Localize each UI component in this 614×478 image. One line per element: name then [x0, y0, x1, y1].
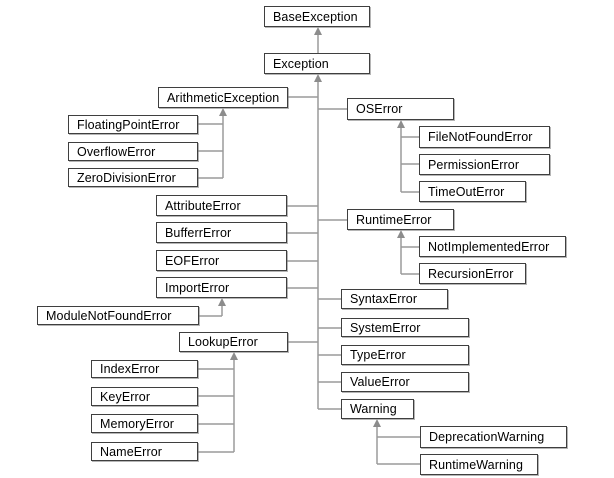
- node-arithmeticexception: ArithmeticException: [158, 87, 288, 108]
- arrow-up-icon: [218, 298, 226, 306]
- node-modulenotfounderror: ModuleNotFoundError: [37, 306, 199, 325]
- node-syntaxerror: SyntaxError: [341, 289, 448, 309]
- node-filenotfounderror: FileNotFoundError: [419, 126, 550, 148]
- node-importerror: ImportError: [156, 277, 287, 298]
- arrow-up-icon: [219, 108, 227, 116]
- node-zerodivisionerror: ZeroDivisionError: [68, 168, 198, 187]
- node-overflowerror: OverflowError: [68, 142, 198, 161]
- node-nameerror: NameError: [91, 442, 198, 461]
- node-warning: Warning: [341, 399, 414, 419]
- node-lookuperror: LookupError: [179, 332, 288, 352]
- node-eoferror: EOFError: [156, 250, 287, 271]
- node-bufferrerror: BufferrError: [156, 222, 287, 243]
- arrow-up-icon: [230, 352, 238, 360]
- node-indexerror: IndexError: [91, 360, 198, 378]
- node-valueerror: ValueError: [341, 372, 469, 392]
- arrow-up-icon: [373, 419, 381, 427]
- node-baseexception: BaseException: [264, 6, 370, 27]
- node-timeouterror: TimeOutError: [419, 181, 526, 202]
- node-memoryerror: MemoryError: [91, 414, 198, 433]
- node-typeerror: TypeError: [341, 345, 469, 365]
- node-runtimewarning: RuntimeWarning: [420, 454, 538, 475]
- arrow-up-icon: [397, 230, 405, 238]
- node-attributeerror: AttributeError: [156, 195, 287, 216]
- node-deprecationwarning: DeprecationWarning: [420, 426, 567, 448]
- node-oserror: OSError: [347, 98, 454, 120]
- node-keyerror: KeyError: [91, 387, 198, 406]
- node-runtimeerror: RuntimeError: [347, 209, 454, 230]
- node-floatingpointerror: FloatingPointError: [68, 115, 198, 134]
- node-notimplementederror: NotImplementedError: [419, 236, 566, 257]
- arrow-up-icon: [314, 27, 322, 35]
- node-systemerror: SystemError: [341, 318, 469, 337]
- node-recursionerror: RecursionError: [419, 263, 526, 284]
- node-exception: Exception: [264, 53, 370, 74]
- arrow-up-icon: [397, 120, 405, 128]
- arrow-up-icon: [314, 74, 322, 82]
- node-permissionerror: PermissionError: [419, 154, 550, 175]
